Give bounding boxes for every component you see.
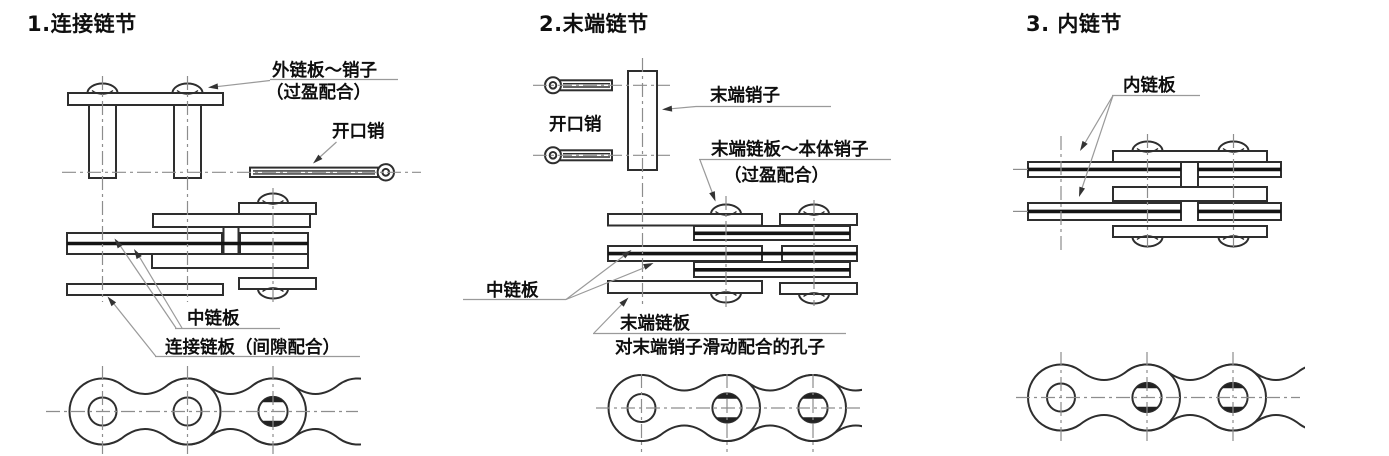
- end-plate-section: [607, 280, 763, 294]
- panel1-leaders: [107, 78, 398, 358]
- panel3-title: 3. 内链节: [1026, 12, 1122, 36]
- label-middle-plate: 中链板: [187, 308, 240, 329]
- label-end-plate: 末端链板: [620, 313, 690, 334]
- panel1-chain-side-view: [46, 366, 361, 454]
- outer-plate-section: [779, 282, 858, 295]
- arrowhead: [107, 296, 117, 307]
- panel3-chain-side-view: [1016, 352, 1305, 444]
- panel1-exploded-view: [67, 82, 395, 182]
- arrowhead: [208, 83, 219, 90]
- inner-plate-section: [1112, 186, 1268, 202]
- arrowhead: [621, 250, 632, 259]
- connecting-plate-section: [66, 283, 224, 296]
- label-end-plate-hole-note: 对末端销子滑动配合的孔子: [615, 337, 825, 358]
- panel3-centerlines: [1060, 134, 1235, 252]
- pin-body: [173, 104, 202, 179]
- outer-plate-section: [151, 253, 309, 269]
- panel2-chain-side-view: [596, 374, 862, 452]
- outer-plate-section: [779, 213, 858, 226]
- label-outer-plate-pin-note: （过盈配合）: [266, 82, 371, 103]
- arrowhead: [1079, 186, 1085, 197]
- label-end-plate-body-pin: 末端链板～本体销子: [711, 139, 869, 160]
- panel2-title: 2.末端链节: [539, 12, 649, 36]
- pin-body: [88, 104, 117, 179]
- arrowhead: [662, 105, 673, 112]
- panel2-centerlines: [533, 58, 815, 307]
- inner-plate-section: [1112, 150, 1268, 163]
- arrowhead: [114, 238, 123, 249]
- panel3-leaders: [1079, 94, 1200, 197]
- inner-plate-section: [1112, 225, 1268, 238]
- arrowhead: [313, 154, 323, 164]
- label-middle-plate: 中链板: [486, 280, 539, 301]
- arrowhead: [619, 297, 629, 307]
- label-outer-plate-pin: 外链板～销子: [272, 60, 377, 81]
- panel-2-end-link: 2.末端链节 末端销子 开口销 末端链板～本体销子 （过盈配合） 中链板 末端链…: [463, 12, 891, 452]
- panel1-assembled-section: [66, 192, 317, 300]
- panel-1-connecting-link: 1.连接链节 外链板～销子 （过盈配合） 开口销 中链板 连接链板（间隙配合）: [27, 12, 421, 454]
- outer-link-plate: [67, 92, 224, 106]
- top-plate-section: [238, 202, 317, 215]
- label-inner-plate: 内链板: [1123, 75, 1176, 96]
- label-end-pin: 末端销子: [710, 85, 780, 106]
- label-end-plate-body-pin-note: （过盈配合）: [724, 165, 829, 186]
- panel1-title: 1.连接链节: [27, 12, 137, 36]
- bottom-plate-section: [238, 277, 317, 290]
- end-plate-section: [607, 213, 763, 227]
- arrowhead: [134, 249, 142, 260]
- arrowhead: [1080, 140, 1088, 151]
- arrowhead: [643, 263, 654, 270]
- panel2-assembled-section: [607, 203, 858, 305]
- label-connecting-plate: 连接链板（间隙配合）: [165, 337, 340, 358]
- panel3-assembled-section: [1013, 140, 1282, 248]
- panel1-centerlines: [62, 76, 421, 302]
- label-cotter-pin: 开口销: [332, 121, 385, 142]
- outer-plate-section: [152, 213, 311, 228]
- label-cotter-pin: 开口销: [549, 114, 602, 135]
- pin-rivet-head: [797, 293, 831, 305]
- panel-3-inner-link: 3. 内链节 内链板: [1013, 12, 1305, 444]
- arrowhead: [709, 191, 716, 202]
- chain-link-plate: [68, 377, 222, 446]
- panel2-leaders: [463, 105, 891, 335]
